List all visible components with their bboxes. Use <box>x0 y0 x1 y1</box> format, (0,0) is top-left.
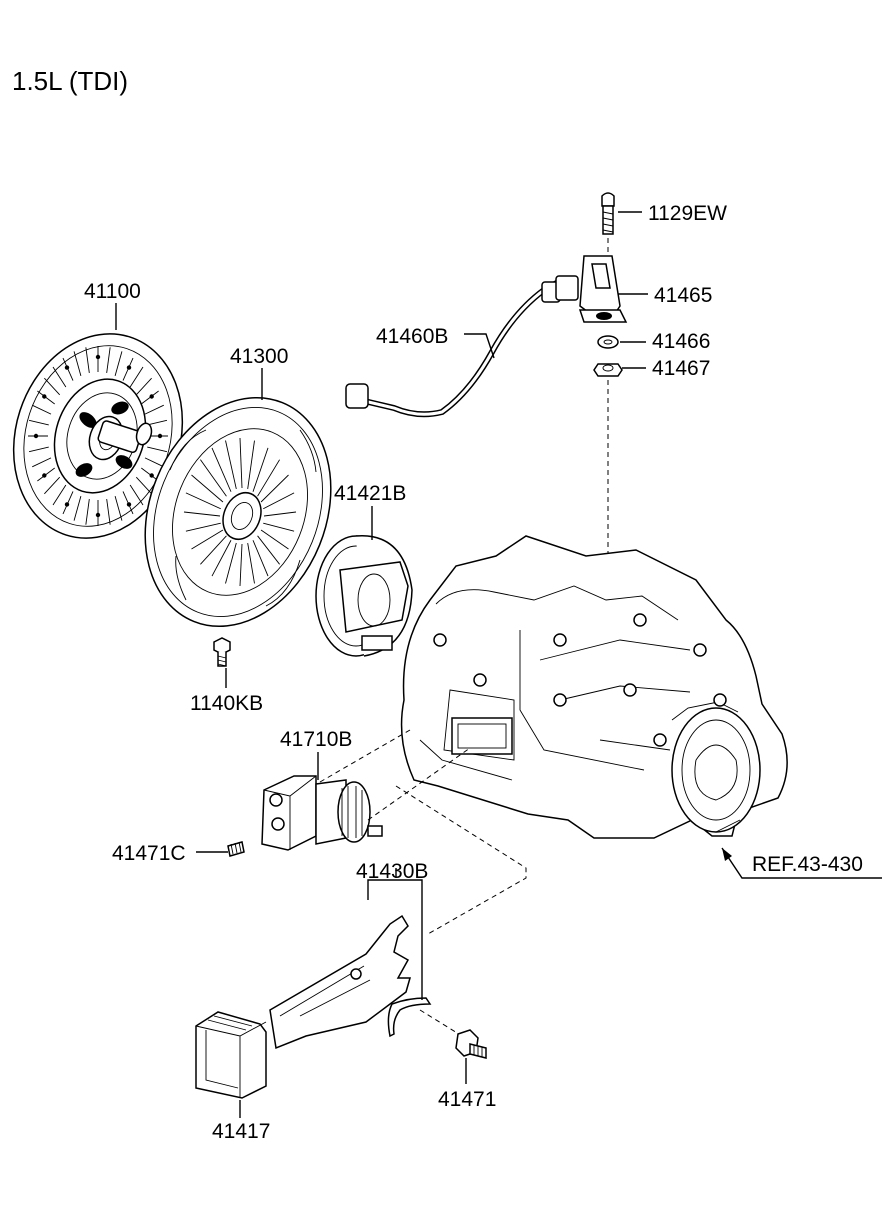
disc-slot <box>28 446 49 453</box>
transmission-housing-drawing <box>400 535 788 839</box>
housing-bolt-boss <box>633 613 647 627</box>
disc-slot <box>147 419 168 426</box>
release-fork-drawing <box>269 914 432 1050</box>
diaphragm-finger <box>225 542 237 584</box>
disc-slot <box>129 484 144 506</box>
disc-slot <box>147 446 168 453</box>
disc-slot <box>28 419 49 426</box>
diaphragm-finger <box>191 474 224 503</box>
diaphragm-finger <box>185 522 221 532</box>
label-1140kb: 1140KB <box>190 692 263 715</box>
pivot-bolt-drawing <box>455 1029 487 1059</box>
diaphragm-finger <box>183 511 221 517</box>
diaphragm-finger <box>260 474 289 503</box>
disc-slot <box>52 366 67 388</box>
disc-rivet <box>126 365 132 370</box>
diaphragm-finger <box>263 511 297 517</box>
diaphragm-finger <box>257 459 280 497</box>
bracket-bolt-group-drawing <box>578 192 628 377</box>
diaphragm-finger <box>252 447 269 492</box>
housing-bolt-boss <box>553 693 567 707</box>
slave-cylinder-drawing <box>261 775 383 851</box>
disc-slot <box>52 484 67 506</box>
disc-rivet <box>42 473 47 478</box>
label-41430b: 41430B <box>356 860 428 883</box>
bolt-1140kb-drawing <box>213 637 231 667</box>
clutch-hose-drawing <box>345 275 579 418</box>
label-41417: 41417 <box>212 1120 270 1143</box>
diaphragm-finger <box>185 492 221 510</box>
label-41471: 41471 <box>438 1088 496 1111</box>
diaphragm-finger <box>239 543 243 587</box>
disc-rivet <box>95 354 101 360</box>
disc-rivet <box>157 433 163 439</box>
clutch-disc-drawing <box>12 333 184 539</box>
housing-bolt-boss <box>693 643 707 657</box>
housing-bolt-boss <box>713 693 727 707</box>
diaphragm-finger <box>263 522 295 532</box>
label-ref-43-430: REF.43-430 <box>752 853 863 876</box>
label-1129ew: 1129EW <box>648 202 727 225</box>
housing-bolt-boss <box>433 633 447 647</box>
disc-rivet <box>95 512 101 518</box>
diaphragm-finger <box>252 540 269 577</box>
label-41300: 41300 <box>230 345 288 368</box>
label-41465: 41465 <box>654 284 712 307</box>
disc-slot <box>106 498 111 525</box>
disc-rivet <box>149 394 154 399</box>
spring-pin-drawing <box>227 841 245 857</box>
label-41421b: 41421B <box>334 482 406 505</box>
disc-slot <box>129 366 144 388</box>
disc-slot <box>85 498 90 525</box>
label-41710b: 41710B <box>280 728 352 751</box>
disc-rivet <box>126 502 132 507</box>
label-41467: 41467 <box>652 357 710 380</box>
diaphragm-finger <box>211 540 232 577</box>
disc-slot <box>73 496 82 521</box>
disc-slot <box>114 496 123 521</box>
diaphragm-finger <box>200 459 227 497</box>
disc-slot <box>32 404 52 415</box>
disc-slot <box>73 351 82 376</box>
diaphragm-finger <box>260 529 289 550</box>
disc-rivet <box>33 433 39 439</box>
disc-rivet <box>64 365 70 370</box>
disc-slot <box>85 347 90 374</box>
diaphragm-finger <box>239 437 243 489</box>
release-bearing-drawing <box>315 535 413 657</box>
disc-rivet <box>64 502 70 507</box>
diaphragm-finger <box>200 535 227 565</box>
housing-bolt-boss <box>653 733 667 747</box>
diaphragm-finger <box>225 440 237 490</box>
diaphragm-finger <box>211 447 232 492</box>
pressure-plate-drawing <box>144 396 332 628</box>
diaphragm-finger <box>263 492 295 510</box>
label-41460b: 41460B <box>376 325 448 348</box>
diaphragm-finger <box>257 535 280 565</box>
housing-bolt-boss <box>553 633 567 647</box>
disc-slot <box>135 476 152 495</box>
disc-slot <box>144 457 164 468</box>
rubber-boot-drawing <box>195 1011 267 1099</box>
disc-slot <box>135 377 152 396</box>
disc-rivet <box>42 394 47 399</box>
diaphragm-finger <box>247 440 255 490</box>
disc-slot <box>106 347 111 374</box>
disc-slot <box>114 351 123 376</box>
label-41100: 41100 <box>84 280 141 303</box>
diaphragm-finger <box>191 529 224 550</box>
label-41466: 41466 <box>652 330 710 353</box>
disc-slot <box>44 377 61 396</box>
disc-slot <box>144 404 164 415</box>
disc-rivet <box>149 473 154 478</box>
engine-variant-title: 1.5L (TDI) <box>12 66 128 96</box>
housing-bolt-boss <box>623 683 637 697</box>
label-41471c: 41471C <box>112 842 186 865</box>
disc-slot <box>32 457 52 468</box>
disc-slot <box>44 476 61 495</box>
diaphragm-finger <box>247 542 255 584</box>
housing-bolt-boss <box>473 673 487 687</box>
